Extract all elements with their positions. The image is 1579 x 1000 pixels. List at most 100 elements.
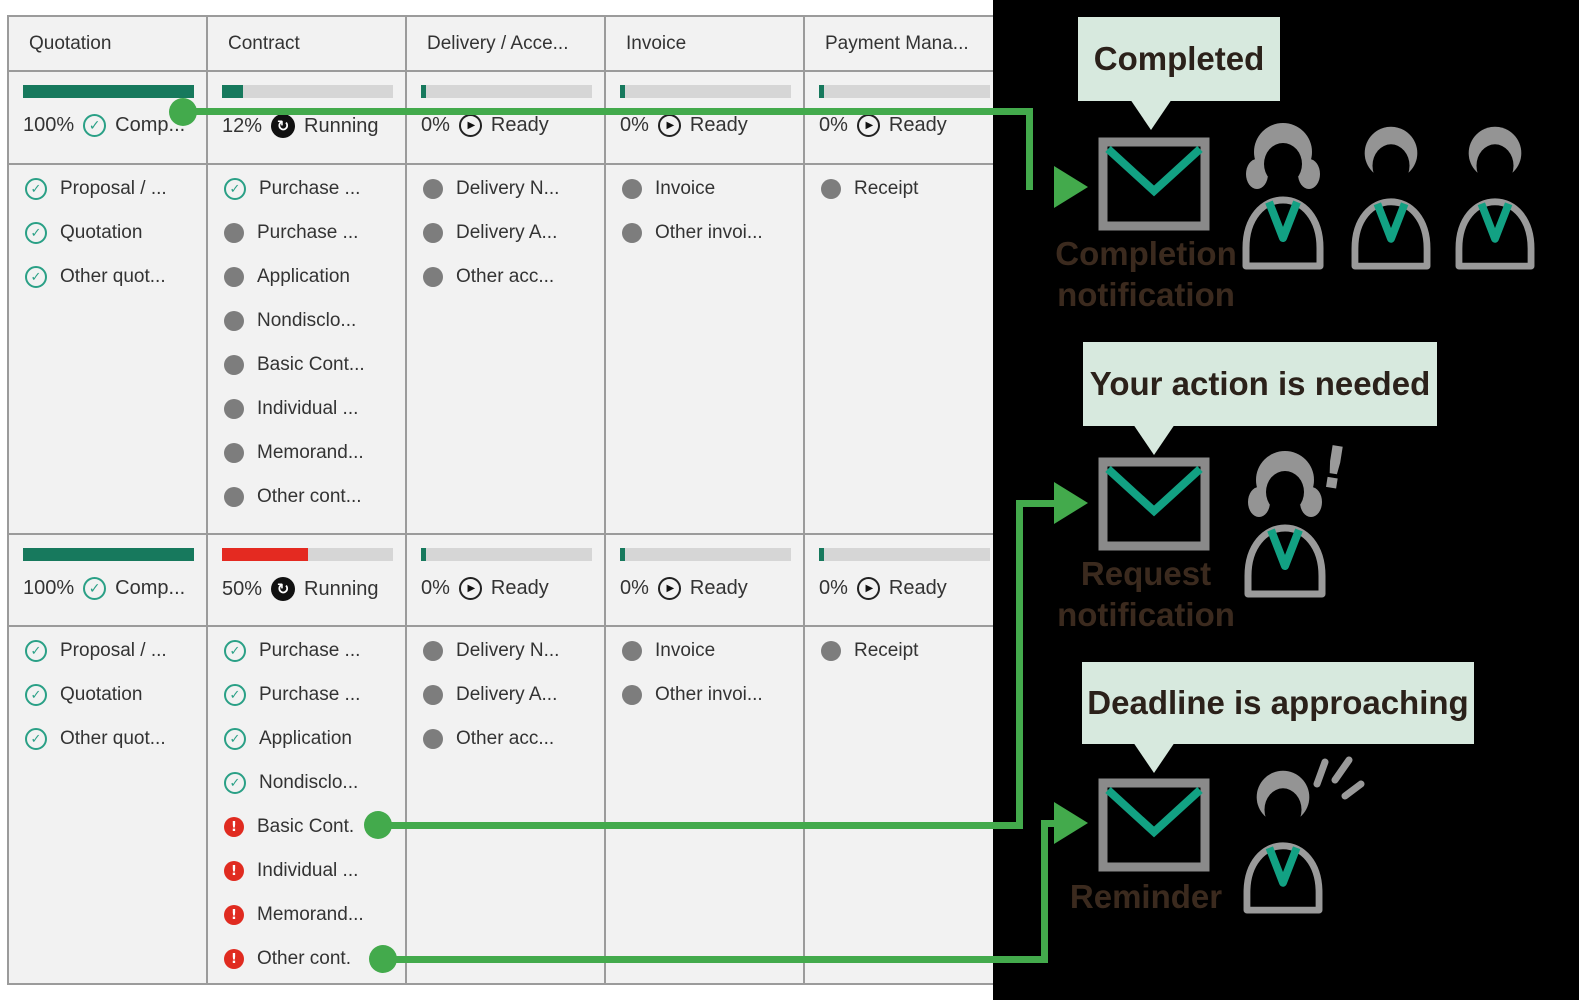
alert-icon: ! (224, 861, 244, 881)
person-female-icon (1244, 451, 1326, 598)
document-item[interactable]: Delivery A... (423, 211, 604, 255)
phase-progress-cell: 0%▶Ready (606, 535, 803, 625)
document-item[interactable]: Basic Cont... (224, 343, 405, 387)
progress-track (620, 548, 791, 561)
document-item[interactable]: Other invoi... (622, 673, 803, 717)
dot-icon (622, 223, 642, 243)
connector-line (1016, 500, 1058, 507)
document-item[interactable]: ✓Other quot... (25, 255, 206, 299)
document-item[interactable]: Delivery A... (423, 673, 604, 717)
item-label: Individual ... (257, 398, 359, 419)
connector-line (1041, 820, 1058, 827)
ready-status-icon: ▶ (458, 114, 482, 137)
check-icon: ✓ (224, 684, 246, 706)
document-item[interactable]: Delivery N... (423, 629, 604, 673)
person-icon (1243, 770, 1323, 914)
phase-progress-cell: 50%↻Running (208, 535, 405, 625)
phase-status-label: Ready (490, 577, 549, 599)
alert-ticks-icon (1313, 756, 1365, 800)
document-item[interactable]: ✓Quotation (25, 673, 206, 717)
check-icon: ✓ (25, 640, 47, 662)
phase-status-label: Comp... (115, 114, 186, 136)
progress-fill (421, 85, 427, 98)
document-item[interactable]: Delivery N... (423, 167, 604, 211)
item-label: Other invoi... (655, 222, 763, 243)
bubble-tail (1130, 99, 1172, 130)
alert-icon: ! (224, 817, 244, 837)
document-item[interactable]: Purchase ... (224, 211, 405, 255)
phase-items-cell: Delivery N...Delivery A... Other acc... (407, 627, 604, 983)
progress-fill (23, 85, 194, 98)
dot-icon (423, 179, 443, 199)
person-icon (1351, 126, 1431, 270)
connector-line (378, 822, 1023, 829)
item-label: Other acc... (456, 728, 555, 749)
document-item[interactable]: ✓Application (224, 717, 405, 761)
document-item[interactable]: Memorand... (224, 431, 405, 475)
phase-percent: 0% (421, 577, 450, 599)
document-item[interactable]: !Individual ... (224, 849, 405, 893)
item-label: Quotation (60, 222, 143, 243)
bubble-tail (1133, 424, 1175, 455)
dot-icon (224, 355, 244, 375)
alert-icon: ! (224, 905, 244, 925)
dot-icon (622, 641, 642, 661)
document-item[interactable]: ✓Quotation (25, 211, 206, 255)
item-label: Purchase ... (259, 178, 361, 199)
phase-progress-cell: 0%▶Ready (805, 72, 1002, 163)
phase-items-cell: ✓Purchase ...✓Purchase ...✓Application✓N… (208, 627, 405, 983)
document-item[interactable]: Invoice (622, 167, 803, 211)
document-item[interactable]: ✓Purchase ... (224, 673, 405, 717)
phase-status-label: Running (304, 577, 379, 600)
document-item[interactable]: Invoice (622, 629, 803, 673)
item-label: Delivery A... (456, 222, 558, 243)
ready-status-icon: ▶ (458, 577, 482, 600)
document-item[interactable]: ✓Proposal / ... (25, 167, 206, 211)
document-item[interactable]: Other acc... (423, 717, 604, 761)
progress-fill (819, 548, 825, 561)
check-icon: ✓ (25, 728, 47, 750)
document-item[interactable]: Individual ... (224, 387, 405, 431)
document-item[interactable]: Nondisclo... (224, 299, 405, 343)
column-header-contract: Contract (208, 17, 405, 70)
item-label: Other quot... (60, 728, 166, 749)
phase-percent: 0% (819, 577, 848, 599)
phase-items-cell: Receipt (805, 165, 1002, 533)
dot-icon (224, 311, 244, 331)
item-label: Basic Cont... (257, 354, 365, 375)
document-item[interactable]: ✓ Other quot... (25, 717, 206, 761)
progress-track (23, 548, 194, 561)
check-icon: ✓ (224, 178, 246, 200)
document-item[interactable]: ✓Purchase ... (224, 629, 405, 673)
progress-track (23, 85, 194, 98)
progress-fill (222, 85, 243, 98)
document-item[interactable]: Receipt (821, 629, 1002, 673)
item-label: Basic Cont. (257, 816, 355, 837)
dot-icon (224, 223, 244, 243)
document-item[interactable]: Other cont... (224, 475, 405, 519)
document-item[interactable]: ✓ Purchase ... (224, 167, 405, 211)
dot-icon (821, 179, 841, 199)
document-item[interactable]: ! Basic Cont. (224, 805, 405, 849)
phase-progress-cell: 0% ▶ Ready (407, 535, 604, 625)
phase-progress-cell: 0%▶Ready (606, 72, 803, 163)
connector-line (1041, 820, 1048, 963)
phase-percent: 50% (222, 577, 263, 600)
document-item[interactable]: ✓Proposal / ... (25, 629, 206, 673)
document-item[interactable]: Application (224, 255, 405, 299)
document-item[interactable]: Other invoi... (622, 211, 803, 255)
document-item[interactable]: ✓Nondisclo... (224, 761, 405, 805)
progress-track (421, 85, 592, 98)
document-item[interactable]: Other acc... (423, 255, 604, 299)
progress-track (222, 85, 393, 98)
phase-percent: 100% (23, 577, 75, 599)
person-icon (1455, 126, 1535, 270)
document-item[interactable]: Receipt (821, 167, 1002, 211)
document-item[interactable]: !Other cont. (224, 937, 405, 981)
document-item[interactable]: !Memorand... (224, 893, 405, 937)
check-icon: ✓ (224, 728, 246, 750)
item-label: Invoice (655, 178, 716, 199)
phase-percent: 100% (23, 114, 75, 136)
phase-items-cell: Delivery N... Delivery A... Other acc... (407, 165, 604, 533)
